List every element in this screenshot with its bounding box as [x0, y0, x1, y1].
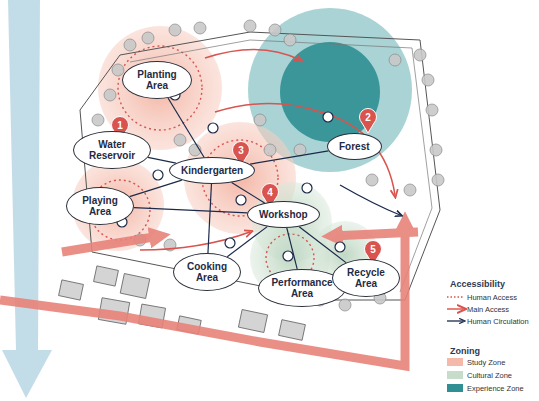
tree: [404, 184, 416, 196]
tree: [284, 34, 296, 46]
callout-number: 3: [233, 145, 249, 157]
legend-text: Cultural Zone: [467, 371, 512, 380]
area-name: Forest: [339, 141, 370, 152]
callout-bubble: Cooking Area: [173, 253, 241, 291]
legend-text: Human Access: [467, 293, 517, 302]
circulation-line: [287, 228, 297, 269]
legend-text: Experience Zone: [467, 384, 524, 393]
circulation-line: [130, 180, 182, 197]
trees: [86, 20, 444, 311]
tree: [389, 54, 401, 66]
area-name: Water Reservoir: [85, 139, 139, 161]
circulation-line: [250, 151, 328, 164]
legend-heading: Accessibility: [450, 279, 505, 289]
callout-bubble: Water Reservoir: [73, 131, 151, 169]
legend-text: Human Circulation: [467, 317, 529, 326]
callout-bubble: Kindergarten: [169, 157, 255, 184]
area-name: Playing Area: [78, 195, 122, 217]
area-name: Workshop: [259, 209, 308, 220]
tree: [422, 74, 434, 86]
callout-number: 2: [360, 112, 376, 124]
tree: [294, 144, 306, 156]
tree: [194, 22, 206, 34]
area-name: Cooking Area: [185, 261, 229, 283]
legend-swatch: [447, 371, 463, 379]
tree: [264, 144, 276, 156]
legend-line-sample: [447, 308, 463, 310]
circulation-line: [208, 184, 211, 253]
tree: [254, 114, 266, 126]
area-name: Planting Area: [134, 69, 180, 91]
tree: [269, 24, 281, 36]
tree: [244, 20, 256, 32]
site-boundary-inner: [130, 40, 432, 292]
callout-bubble: Forest: [327, 133, 382, 160]
river-arrow: [2, 0, 52, 398]
callout-bubble: Workshop: [247, 201, 320, 228]
legend-swatch: [447, 358, 463, 366]
tree: [142, 32, 154, 44]
legend-text: Study Zone: [467, 358, 505, 367]
tree: [339, 299, 351, 311]
zones: [72, 8, 412, 298]
tree: [366, 174, 378, 186]
tree: [426, 104, 438, 116]
legend-text: Main Access: [467, 305, 509, 314]
circulation-line: [299, 227, 346, 263]
circulation-line: [148, 157, 176, 163]
site-boundary: [80, 32, 440, 300]
tree: [414, 49, 426, 61]
legend-heading: Zoning: [450, 346, 480, 356]
tree: [169, 24, 181, 36]
legend-swatch: [447, 384, 463, 392]
circulation-line: [134, 208, 247, 213]
tree: [92, 114, 104, 126]
callout-number: 4: [262, 187, 278, 199]
area-name: Kindergarten: [181, 165, 243, 176]
area-name: Performance Area: [270, 277, 334, 299]
circulation-line: [168, 98, 204, 157]
tree: [124, 39, 136, 51]
circulation-line: [227, 227, 267, 257]
callout-bubble: Planting Area: [122, 61, 192, 99]
location-pin: [360, 108, 377, 133]
tree: [104, 89, 116, 101]
callout-bubble: Recycle Area: [332, 259, 400, 297]
circulation-line: [232, 183, 265, 203]
area-name: Recycle Area: [344, 267, 388, 289]
legend-line-sample: [447, 320, 463, 321]
callout-number: 1: [112, 120, 128, 132]
tree: [430, 144, 442, 156]
tree: [432, 174, 444, 186]
callout-number: 5: [365, 244, 381, 256]
tree: [174, 134, 186, 146]
legend-line-sample: [447, 296, 463, 297]
callout-bubble: Playing Area: [66, 187, 134, 225]
